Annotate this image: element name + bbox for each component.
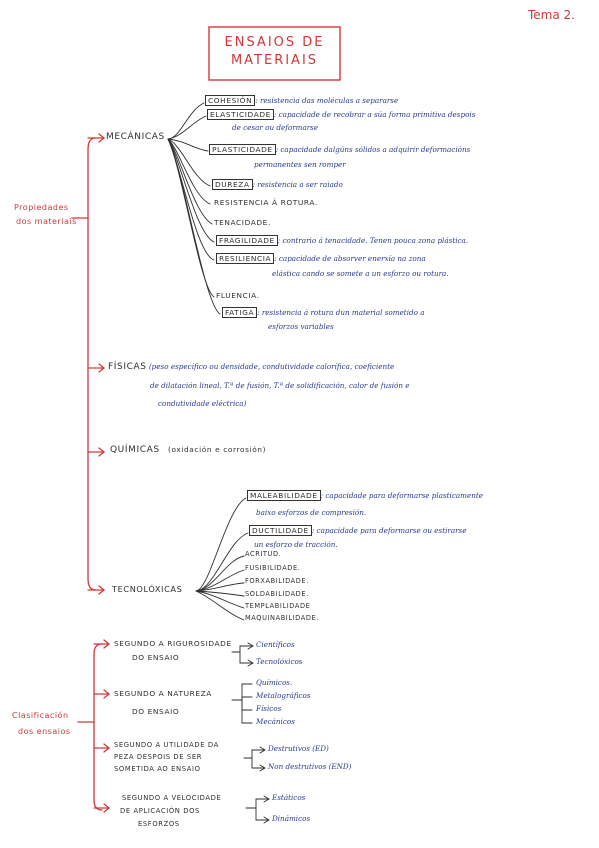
elasticidade-term: ELASTICIDADE — [207, 109, 274, 120]
mecanicas-title: MECÁNICAS — [106, 132, 165, 142]
natureza-option-2: Metalográficos — [256, 691, 311, 700]
resiliencia-item: RESILIENCIA: capacidade de absorver ener… — [216, 253, 426, 264]
fatiga-def2: esforzos variables — [268, 322, 334, 331]
dureza-item: DUREZA: resistencia a ser raiado — [212, 179, 343, 190]
fragilidade-term: FRAGILIDADE — [216, 235, 278, 246]
resistencia-term: RESISTENCIA Á ROTURA. — [214, 198, 318, 207]
natureza-line-1: SEGUNDO A NATUREZA — [114, 689, 212, 698]
fisicas-text-1: (peso específico ou densidade, condutivi… — [148, 362, 395, 371]
ductilidade-term: DUCTILIDADE — [249, 525, 312, 536]
utilidade-line-1: SEGUNDO A UTILIDADE DA — [114, 741, 219, 749]
fisicas-title: FÍSICAS — [108, 362, 147, 372]
elasticidade-item: ELASTICIDADE: capacidade de recobrar a s… — [207, 109, 476, 120]
natureza-option-4: Mecánicos — [256, 717, 295, 726]
fragilidade-def: : contrario á tenacidade. Tenen pouca zo… — [277, 236, 469, 245]
quimicas-title: QUÍMICAS — [110, 445, 160, 455]
velocidade-option-2: Dinámicos — [272, 814, 311, 823]
clasificacion-bracket — [93, 643, 103, 811]
fatiga-item: FATIGA: resistencia á rotura dun materia… — [222, 307, 425, 318]
acritud-term: ACRITUD. — [245, 550, 282, 558]
quimicas-line: QUÍMICAS (oxidación e corrosión) — [110, 445, 267, 456]
velocidade-line-2: DE APLICACIÓN DOS — [120, 807, 200, 815]
maquinabilidade-term: MAQUINABILIDADE. — [245, 614, 319, 622]
forxabilidade-term: FORXABILIDADE. — [245, 577, 309, 585]
tema-label: Tema 2. — [528, 8, 575, 22]
plasticidade-term: PLASTICIDADE — [209, 144, 276, 155]
fatiga-term: FATIGA — [222, 307, 258, 318]
elasticidade-def2: de cesar ou deformarse — [232, 123, 319, 132]
rigurosidade-option-2: Tecnolóxicos — [256, 657, 303, 666]
title-line-2: MATERIAIS — [230, 52, 319, 68]
title-line-1: ENSAIOS DE — [224, 35, 325, 50]
soldabilidade-term: SOLDABILIDADE. — [245, 590, 309, 598]
velocidade-option-1: Estáticos — [272, 793, 306, 802]
fisicas-line-1: FÍSICAS (peso específico ou densidade, c… — [108, 362, 395, 373]
maleabilidade-item: MALEABILIDADE: capacidade para deformars… — [247, 490, 484, 501]
resiliencia-def: : capacidade de absorver enerxía na zona — [274, 254, 426, 263]
resiliencia-def2: elástica cando se somete a un esforzo ou… — [272, 269, 449, 278]
utilidade-option-1: Destrutivos (ED) — [268, 744, 329, 753]
plasticidade-def: : capacidade dalgúns sólidos a adquirir … — [275, 145, 471, 154]
propiedades-label-line1: Propiedades — [14, 203, 69, 212]
maleabilidade-def2: baixo esforzos de compresión. — [256, 508, 367, 517]
clasificacion-label-line1: Clasificación — [12, 711, 69, 720]
plasticidade-item: PLASTICIDADE: capacidade dalgúns sólidos… — [209, 144, 471, 155]
utilidade-line-3: SOMETIDA AO ENSAIO — [114, 765, 201, 773]
natureza-option-1: Químicos. — [256, 678, 293, 687]
velocidade-line-3: ESFORZOS — [138, 820, 180, 828]
cohesion-def: : resistencia das moléculas a separarse — [255, 96, 399, 105]
fisicas-text-3: condutividade eléctrica) — [158, 399, 247, 408]
dureza-def: : resistencia a ser raiado — [252, 180, 343, 189]
rigurosidade-line-2: DO ENSAIO — [132, 653, 180, 662]
propiedades-label-line2: dos materiais — [16, 217, 77, 226]
natureza-option-3: Físicos — [256, 704, 282, 713]
fragilidade-item: FRAGILIDADE: contrario á tenacidade. Ten… — [216, 235, 469, 246]
plasticidade-def2: permanentes sen romper — [254, 160, 346, 169]
cohesion-item: COHESIÓN: resistencia das moléculas a se… — [205, 95, 399, 106]
fatiga-def: : resistencia á rotura dun material some… — [257, 308, 425, 317]
fluencia-term: FLUENCIA. — [216, 291, 260, 300]
quimicas-text: (oxidación e corrosión) — [168, 445, 267, 454]
dureza-term: DUREZA — [212, 179, 253, 190]
rigurosidade-option-1: Científicos — [256, 640, 295, 649]
rigurosidade-line-1: SEGUNDO A RIGUROSIDADE — [114, 639, 232, 648]
ductilidade-item: DUCTILIDADE: capacidade para deformarse … — [249, 525, 467, 536]
title-box — [208, 26, 341, 81]
fusibilidade-term: FUSIBILIDADE. — [245, 564, 301, 572]
maleabilidade-term: MALEABILIDADE — [247, 490, 321, 501]
utilidade-line-2: PEZA DESPOIS DE SER — [114, 753, 203, 761]
velocidade-line-1: SEGUNDO A VELOCIDADE — [122, 794, 222, 802]
clasificacion-label-line2: dos ensaios — [18, 727, 71, 736]
fisicas-text-2: de dilatación lineal, T.ª de fusión, T.ª… — [150, 381, 410, 390]
cohesion-term: COHESIÓN — [205, 95, 256, 106]
page-title: ENSAIOS DE MATERIAIS — [209, 34, 340, 69]
templabilidade-term: TEMPLABILIDADE — [245, 602, 311, 610]
maleabilidade-def: : capacidade para deformarse plasticamen… — [320, 491, 484, 500]
tecnoloxicas-title: TECNOLÓXICAS — [112, 584, 183, 594]
utilidade-option-2: Non destrutivos (END) — [268, 762, 352, 771]
ductilidade-def2: un esforzo de tracción. — [254, 540, 338, 549]
elasticidade-def: : capacidade de recobrar a súa forma pri… — [273, 110, 476, 119]
tenacidade-term: TENACIDADE. — [214, 218, 271, 227]
ductilidade-def: : capacidade para deformarse ou estirars… — [311, 526, 467, 535]
natureza-line-2: DO ENSAIO — [132, 707, 180, 716]
resiliencia-term: RESILIENCIA — [216, 253, 275, 264]
propiedades-bracket — [87, 137, 97, 591]
